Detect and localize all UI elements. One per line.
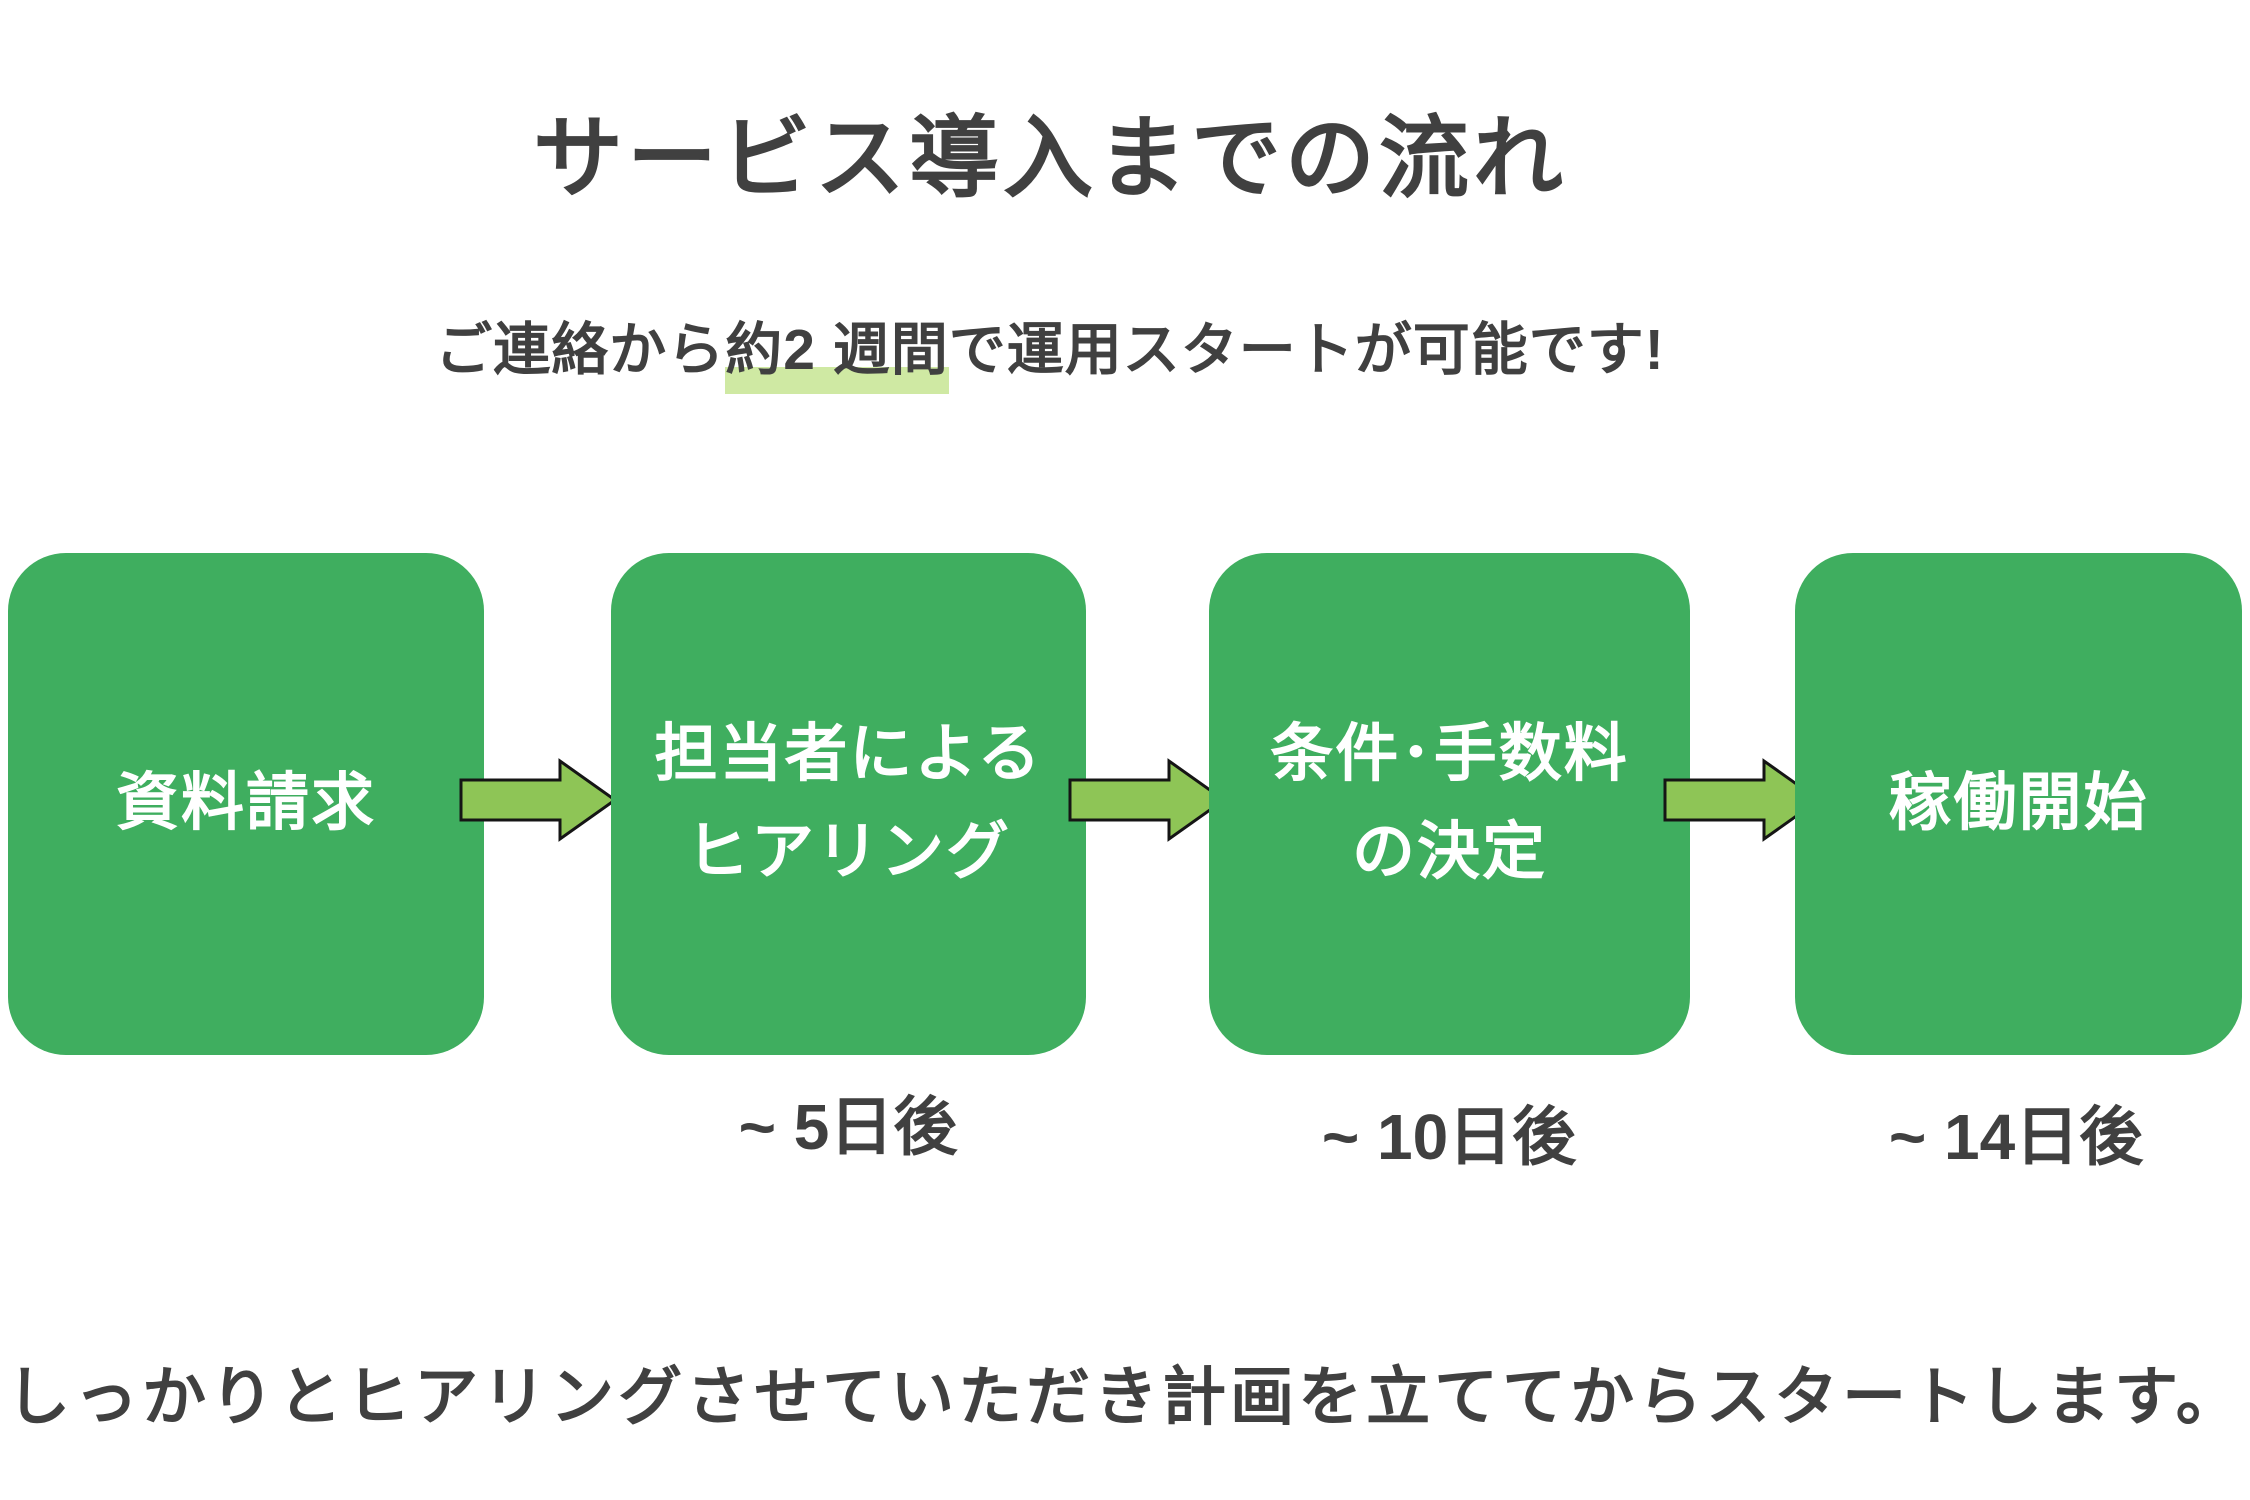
flow-step-operation-start: 稼働開始: [1795, 553, 2242, 1055]
subtitle: ご連絡から約2 週間で運用スタートが可能です!: [0, 318, 2100, 394]
subtitle-highlight: 約2 週間: [725, 318, 949, 394]
page-title: サービス導入までの流れ: [533, 109, 1567, 209]
subtitle-suffix: で運用スタートが可能です!: [948, 318, 1665, 382]
arrow-right-icon: [1663, 758, 1822, 842]
arrow-right-icon: [1068, 758, 1227, 842]
flow-step-document-request: 資料請求: [8, 553, 484, 1055]
flow-step-label: 資料請求: [116, 768, 376, 839]
flow-step-label: 担当者による ヒアリング: [654, 719, 1043, 887]
day-marker-step3: ~ 10日後: [1321, 1101, 1577, 1173]
day-marker-step2: ~ 5日後: [738, 1091, 958, 1163]
arrow-right-icon: [459, 758, 618, 842]
flow-step-hearing: 担当者による ヒアリング: [611, 553, 1086, 1055]
flow-diagram: 資料請求 担当者による ヒアリング 条件･手数料 の決定 稼働開始: [0, 553, 2250, 1055]
footer-note: しっかりとヒアリングさせていただき計画を立ててからスタートします。: [6, 1361, 2244, 1433]
day-marker-step4: ~ 14日後: [1888, 1101, 2144, 1173]
flow-step-label: 稼働開始: [1888, 768, 2149, 839]
flow-step-label: 条件･手数料 の決定: [1270, 719, 1629, 887]
subtitle-prefix: ご連絡から: [435, 318, 726, 382]
flow-step-terms-fees: 条件･手数料 の決定: [1209, 553, 1690, 1055]
